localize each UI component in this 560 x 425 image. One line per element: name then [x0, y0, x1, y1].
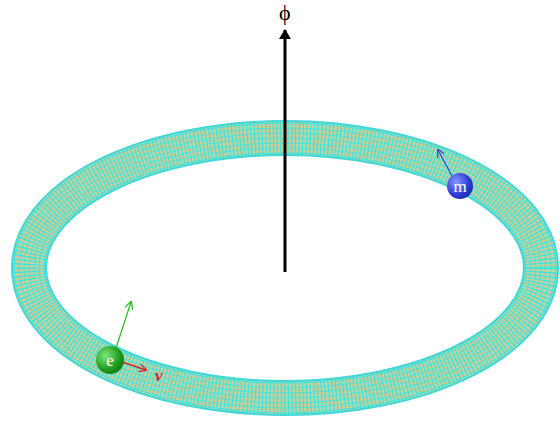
moment-arrow	[438, 150, 452, 176]
flux-arrow	[284, 30, 287, 272]
spin-arrow	[116, 302, 131, 348]
velocity-arrow	[122, 362, 146, 370]
node-label: e	[106, 352, 114, 369]
magnetic-moment-sphere: m	[447, 173, 473, 199]
node-label: m	[453, 178, 466, 195]
flux-label: ϕ	[279, 2, 291, 24]
velocity-label: v	[155, 367, 163, 384]
electron-sphere: e	[96, 346, 124, 374]
